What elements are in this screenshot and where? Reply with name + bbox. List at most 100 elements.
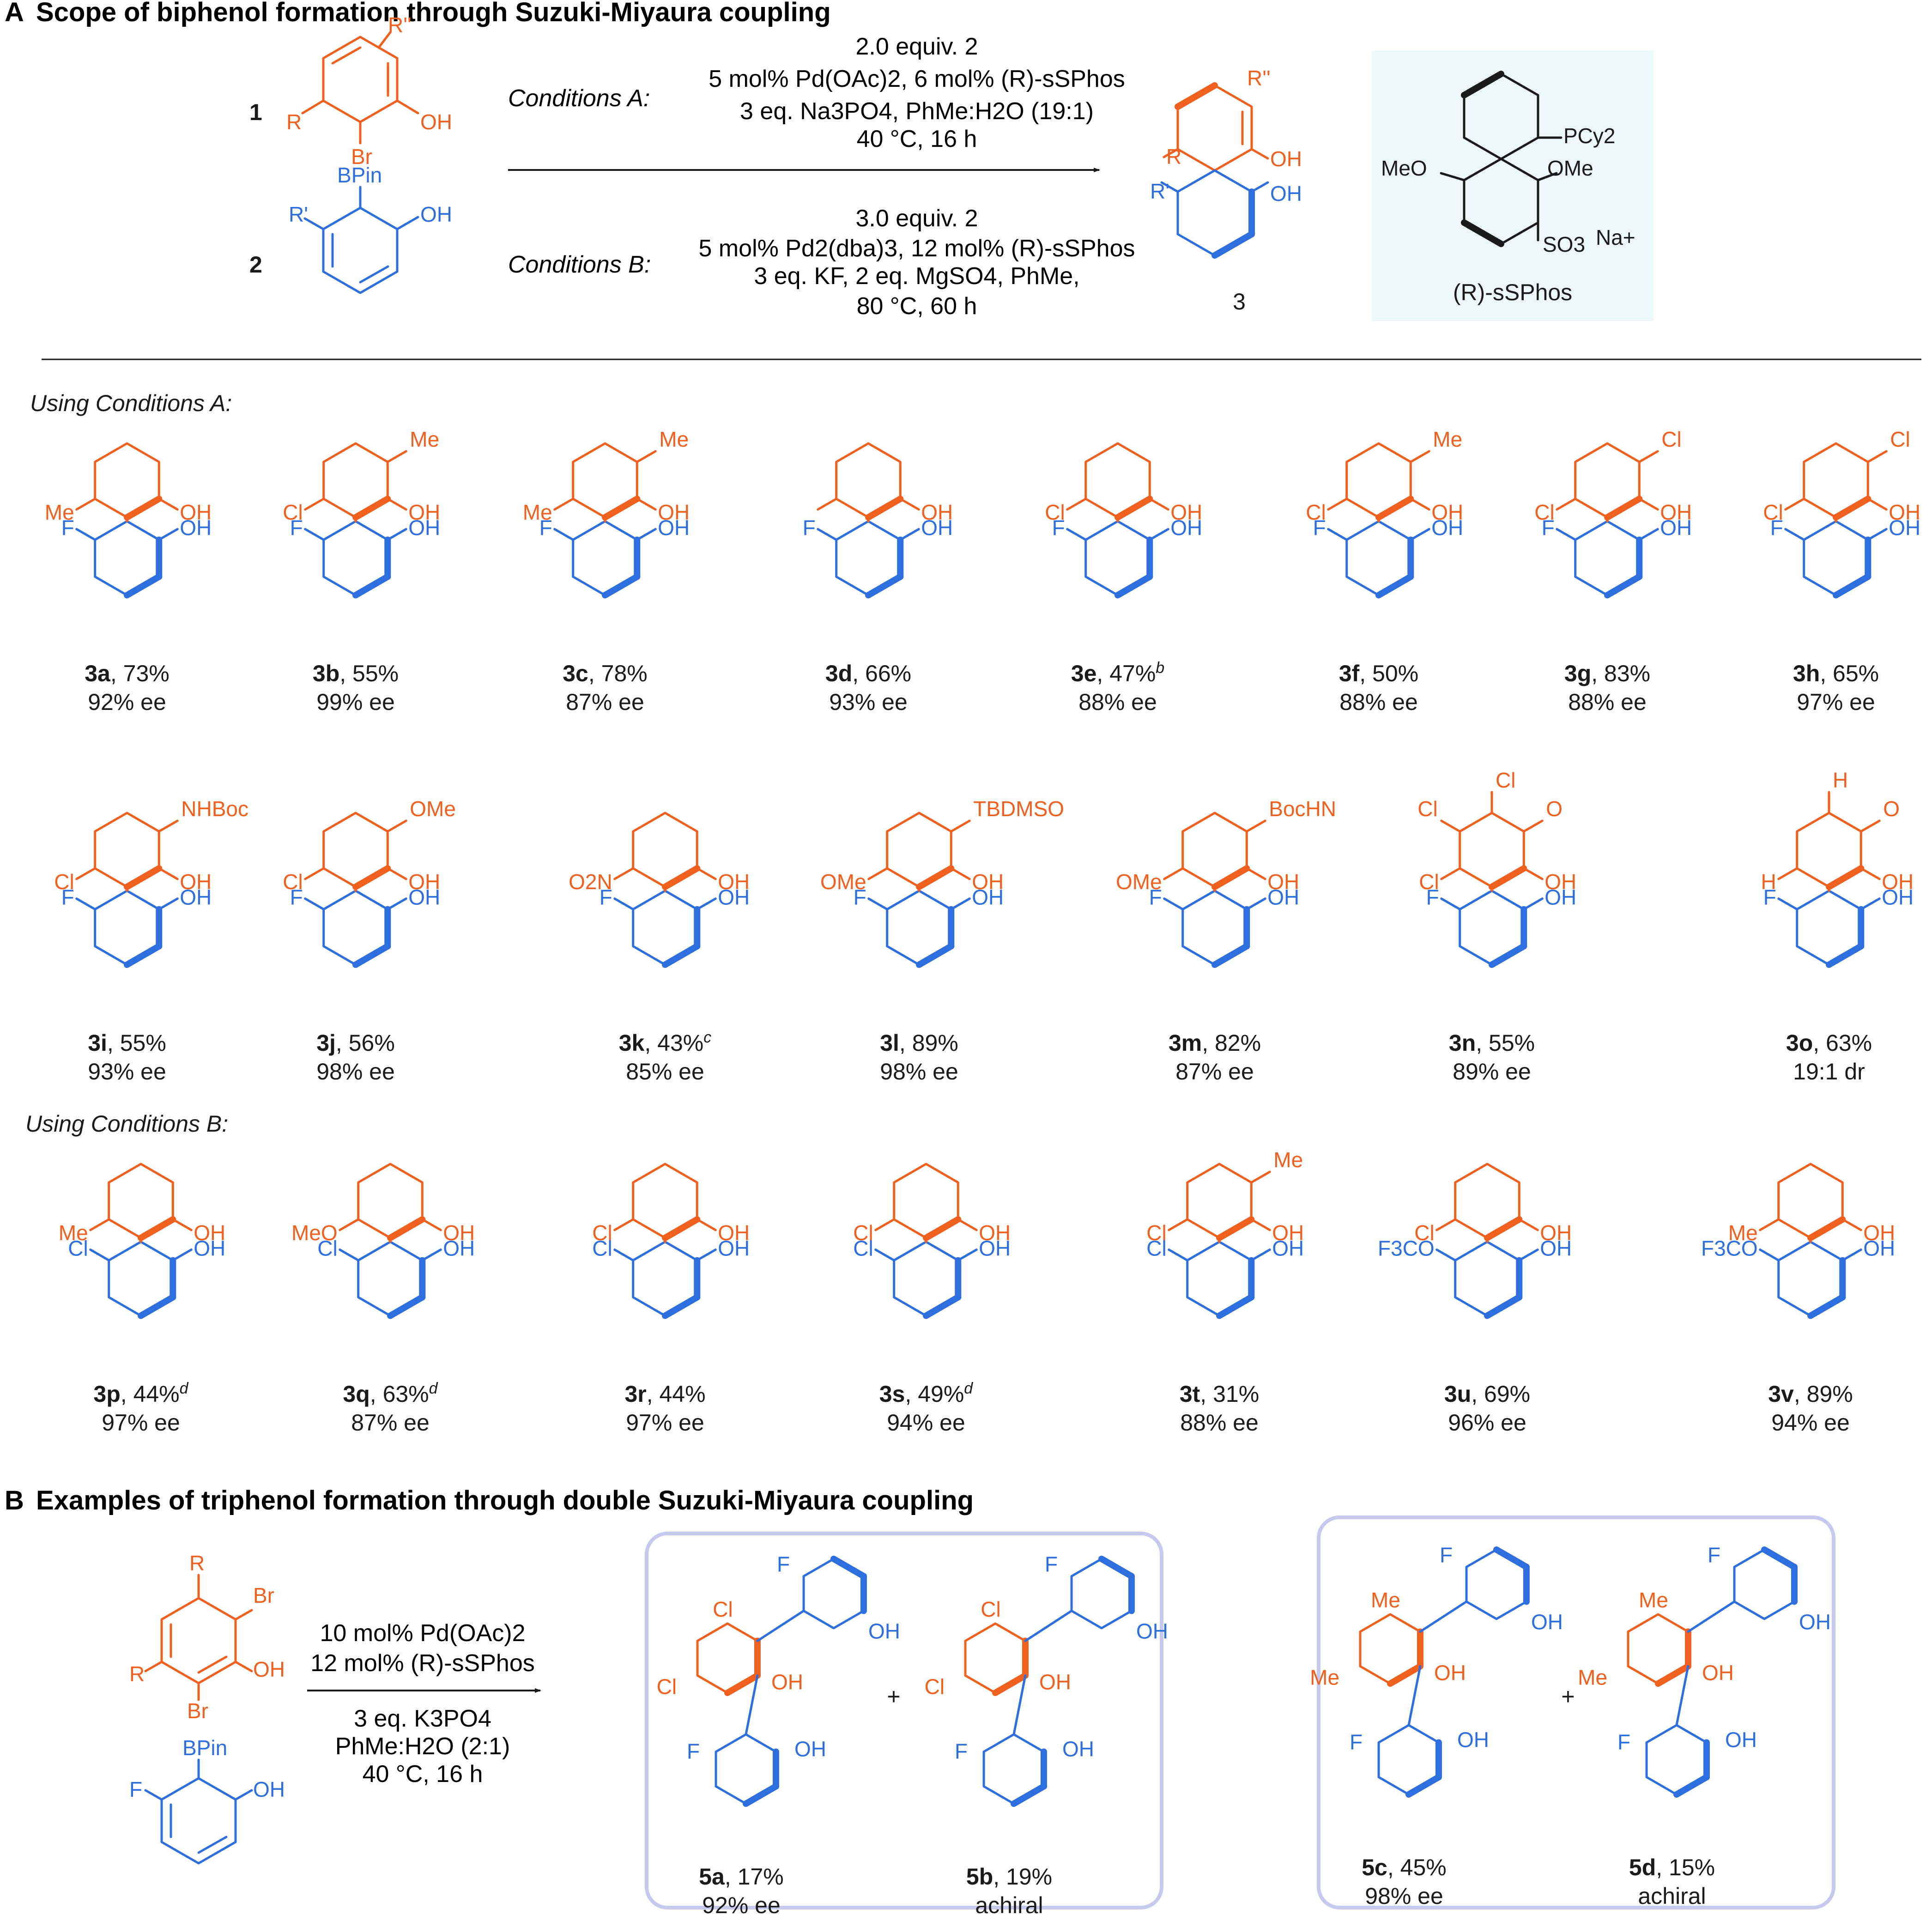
bold-bond — [662, 1294, 701, 1319]
bond — [304, 497, 325, 511]
section-b-condition-line: PhMe:H2O (2:1) — [335, 1733, 510, 1760]
ligand-so3: SO3 — [1543, 232, 1585, 256]
section-b-condition-line: 10 mol% Pd(OAc)2 — [320, 1620, 525, 1647]
bold-bond — [1489, 865, 1527, 890]
hydroxyl-label: OH — [408, 516, 440, 540]
row1-id-yield: 3a, 73% — [85, 661, 169, 686]
substituent-label: F — [1313, 516, 1326, 540]
bold-bond — [1833, 496, 1871, 521]
row3-selectivity: 97% ee — [102, 1410, 180, 1436]
substituent-label: OMe — [1116, 870, 1162, 894]
compound-yield: , 19% — [993, 1864, 1052, 1890]
row1-selectivity: 97% ee — [1797, 689, 1875, 715]
bond — [1522, 897, 1544, 911]
ligand-meo: MeO — [1381, 156, 1427, 180]
bold-bond — [602, 573, 641, 599]
bond — [1675, 1665, 1690, 1727]
hydroxyl-label: OH — [718, 1221, 750, 1245]
section-b-conditions: 10 mol% Pd(OAc)2 12 mol% (R)-sSPhos 3 eq… — [310, 1620, 534, 1788]
reactant-1-label: 1 — [249, 99, 262, 125]
triphenol-id-yield: 5c, 45% — [1362, 1854, 1446, 1880]
conditions-b-line: 3 eq. KF, 2 eq. MgSO4, PhMe, — [754, 263, 1079, 290]
hydroxyl-label: OH — [718, 885, 750, 909]
bond — [157, 497, 179, 511]
hydroxyl-label: OH — [443, 1236, 475, 1261]
compound-id: 3u — [1444, 1381, 1471, 1407]
footnote: d — [964, 1380, 973, 1397]
bpin-b-label: BPin — [182, 1736, 227, 1760]
product-3-structure: R R'' OH R' OH — [1150, 66, 1302, 259]
bond — [386, 497, 407, 511]
bond — [157, 867, 179, 880]
sm-b-r: R — [129, 1662, 145, 1686]
bold-bond — [1833, 573, 1871, 599]
compound-id: 3h — [1793, 661, 1820, 686]
plus-sign: + — [1561, 1684, 1575, 1709]
compound-id: 3b — [313, 661, 339, 686]
bold-bond — [602, 496, 641, 521]
bond — [1148, 497, 1169, 511]
bond — [1148, 528, 1169, 541]
bond — [745, 1674, 759, 1736]
compound-yield: , 43% — [644, 1030, 703, 1056]
extra-substituent-label: Me — [410, 427, 439, 451]
hydroxyl-label: OH — [972, 885, 1004, 909]
substituent-label: Me — [523, 500, 552, 524]
bond — [867, 867, 889, 880]
bond — [157, 819, 179, 833]
substituent-label: Cl — [1146, 1221, 1166, 1245]
compound-yield: , 45% — [1387, 1854, 1447, 1880]
substituent-label: Cl — [592, 1221, 612, 1245]
row1-selectivity: 88% ee — [1568, 689, 1647, 715]
compound-yield: , 44% — [647, 1381, 706, 1407]
bold-bond — [1098, 1556, 1135, 1580]
fluoro-label: F — [687, 1739, 700, 1763]
hydroxyl-label: OH — [1272, 1236, 1304, 1261]
bond — [1518, 1218, 1539, 1231]
substituent-label: F — [600, 885, 612, 909]
hydroxyl-label: OH — [868, 1619, 900, 1643]
bold-bond — [1761, 1546, 1798, 1570]
bond — [1327, 528, 1348, 541]
product-label: 3 — [1233, 289, 1246, 315]
triphenol-selectivity: achiral — [975, 1892, 1043, 1915]
bond — [1024, 1610, 1073, 1642]
bond — [1163, 867, 1184, 880]
hydroxyl-label: OH — [794, 1737, 826, 1761]
substituent-r: R — [286, 110, 302, 134]
bold-bond — [1493, 1546, 1530, 1570]
bond — [1859, 819, 1881, 833]
substituent-label: Cl — [1306, 500, 1326, 524]
bond — [1409, 497, 1430, 511]
fluoro-label: F — [955, 1739, 968, 1763]
hydroxyl-label: OH — [1863, 1236, 1895, 1261]
bpin-b-f: F — [129, 1777, 142, 1801]
product-box-5ab — [645, 1532, 1163, 1909]
hydroxyl-label: OH — [1170, 516, 1202, 540]
hydroxyl-label: OH — [1540, 1236, 1572, 1261]
bond — [553, 497, 575, 511]
compound-yield: , 78% — [588, 661, 648, 686]
substituent-label: F — [61, 885, 74, 909]
bond — [1435, 1218, 1457, 1231]
hydroxyl-label: OH — [1039, 1670, 1071, 1694]
substituent-label: Cl — [1763, 500, 1783, 524]
compound-yield: , 83% — [1591, 661, 1650, 686]
bold-bond — [1484, 1216, 1523, 1241]
product-r2: R'' — [1247, 66, 1271, 90]
bold-bond — [865, 573, 904, 599]
triphenol-id-yield: 5b, 19% — [966, 1864, 1052, 1890]
row3-selectivity: 96% ee — [1448, 1410, 1526, 1436]
row3-id-yield: 3p, 44%d — [93, 1380, 188, 1407]
hydroxyl-label: OH — [1431, 516, 1463, 540]
footnote: d — [429, 1380, 438, 1397]
compound-id: 5b — [966, 1864, 993, 1890]
compound-id: 5a — [699, 1864, 725, 1890]
